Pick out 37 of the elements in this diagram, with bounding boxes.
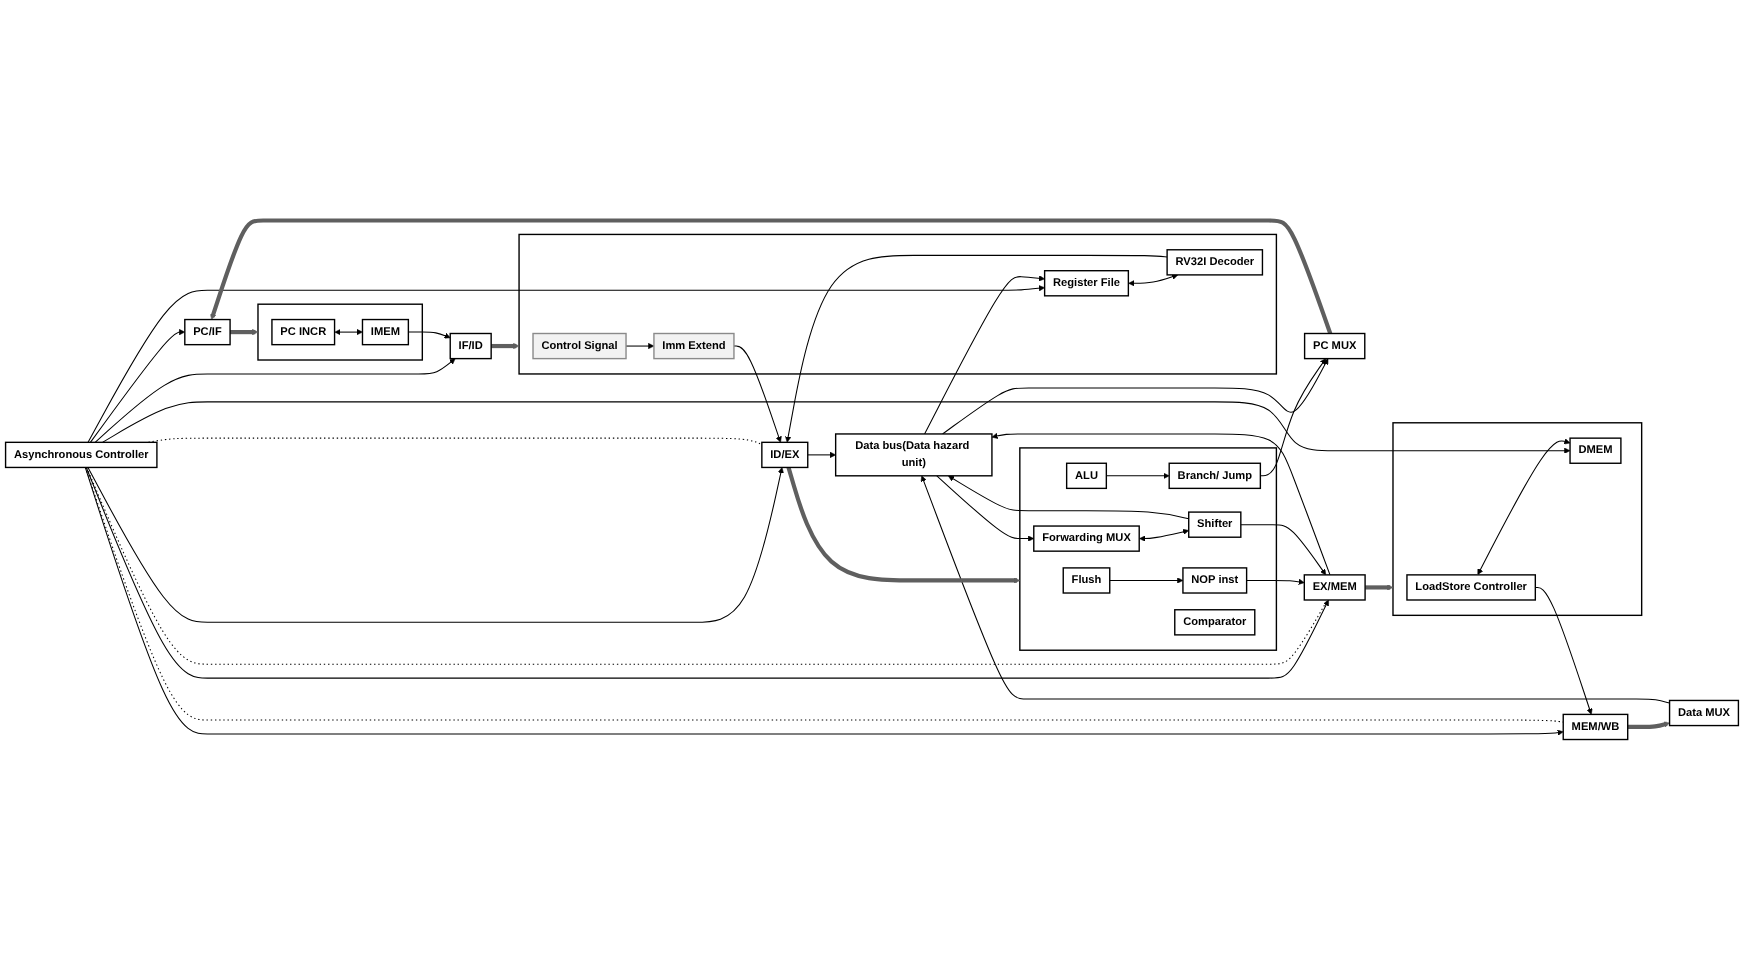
arrow [924, 275, 1045, 435]
arrow [87, 285, 1045, 443]
arrow [1259, 358, 1327, 477]
arrow [786, 466, 1021, 584]
arrow [87, 466, 784, 623]
arrow [89, 329, 186, 443]
arrow [920, 475, 1671, 704]
arrow [948, 475, 1190, 520]
arrow [936, 475, 1035, 542]
arrow [230, 329, 259, 336]
arrow [1128, 273, 1179, 287]
cluster [518, 233, 1278, 375]
arrow [101, 401, 1571, 454]
arrow [210, 218, 1333, 335]
arrow [1627, 721, 1670, 730]
arrow [1240, 524, 1327, 576]
arrow [1365, 584, 1394, 591]
cluster [1392, 422, 1643, 617]
arrow [94, 358, 456, 443]
arrow [407, 331, 451, 339]
arrow [942, 358, 1329, 435]
arrow [625, 343, 655, 350]
arrow [785, 254, 1168, 443]
arrow [1139, 528, 1189, 542]
arrow [1477, 438, 1571, 575]
cluster [1019, 447, 1278, 651]
arrow [733, 345, 782, 443]
arrow [1246, 578, 1305, 585]
arrow [991, 432, 1331, 576]
arrow [1105, 472, 1170, 479]
arrow [491, 343, 520, 350]
arrow [334, 329, 363, 336]
arrow [1534, 586, 1593, 715]
arrow [1109, 577, 1184, 584]
connector [147, 437, 763, 445]
arrow [807, 451, 836, 458]
cluster [257, 303, 423, 361]
